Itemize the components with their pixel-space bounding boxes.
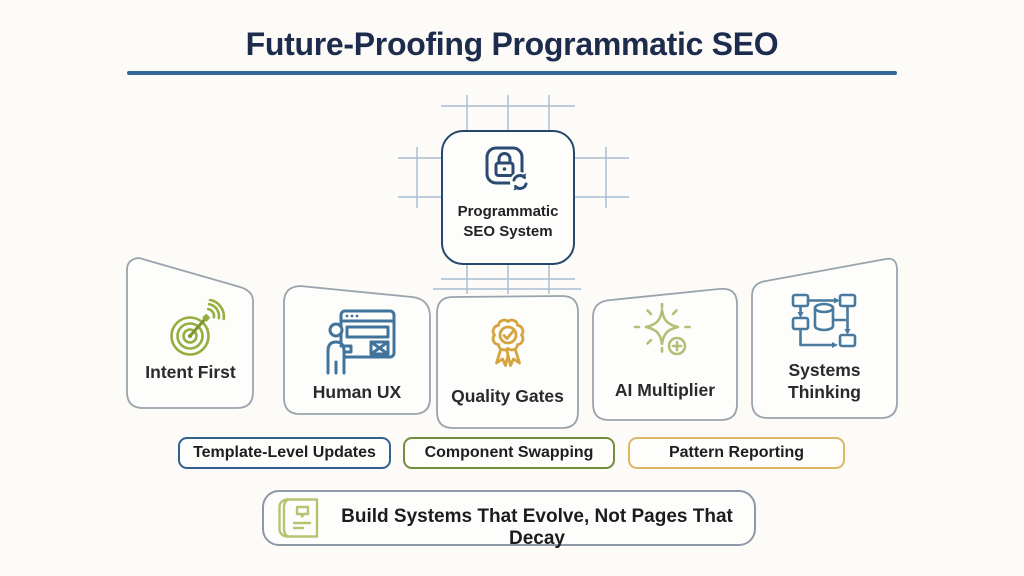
page-title: Future-Proofing Programmatic SEO [245, 26, 779, 62]
card-label-quality-gates: Quality Gates [451, 386, 564, 406]
title-underline [127, 71, 897, 75]
lock-sync-icon [485, 146, 530, 192]
footer-banner [262, 490, 756, 546]
central-node-label: Programmatic SEO System [457, 203, 559, 240]
central-node: Programmatic SEO System [441, 130, 575, 265]
card-label-ai-multiplier: AI Multiplier [614, 380, 716, 400]
tag-template-level-updates: Template-Level Updates [178, 437, 391, 469]
card-label-systems-thinking: Systems Thinking [788, 360, 861, 402]
sparkle-plus-icon [633, 303, 691, 356]
target-signal-icon [170, 299, 226, 356]
award-ribbon-icon [491, 318, 525, 367]
tag-pattern-reporting: Pattern Reporting [628, 437, 845, 469]
tag-component-swapping: Component Swapping [403, 437, 615, 469]
footer-label: Build Systems That Evolve, Not Pages Tha… [341, 506, 733, 549]
blueprint-icon [278, 498, 319, 538]
browser-user-icon [326, 309, 396, 375]
card-label-intent-first: Intent First [145, 362, 236, 382]
flowchart-database-icon [791, 293, 857, 348]
card-label-human-ux: Human UX [312, 382, 402, 402]
